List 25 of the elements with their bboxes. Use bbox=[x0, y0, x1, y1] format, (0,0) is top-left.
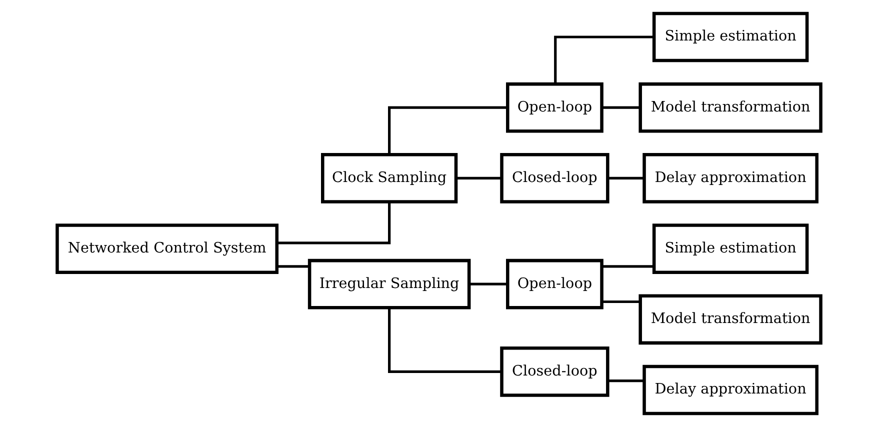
node-box: Simple estimation bbox=[652, 224, 808, 274]
node-box: Networked Control System bbox=[55, 224, 278, 274]
connector bbox=[388, 106, 507, 154]
node-box: Model transformation bbox=[638, 82, 822, 133]
node-box: Model transformation bbox=[638, 294, 822, 345]
node-box: Closed-loop bbox=[500, 346, 609, 397]
node-box: Closed-loop bbox=[500, 153, 609, 204]
connector bbox=[601, 265, 654, 268]
node-box: Simple estimation bbox=[652, 12, 808, 62]
connector bbox=[456, 176, 501, 180]
connector bbox=[601, 300, 640, 304]
node-box: Open-loop bbox=[506, 82, 603, 133]
node-box: Delay approximation bbox=[642, 364, 818, 416]
connector bbox=[276, 265, 309, 268]
connector bbox=[607, 380, 644, 382]
node-box: Delay approximation bbox=[642, 153, 818, 204]
node-box: Open-loop bbox=[506, 258, 603, 310]
connector bbox=[607, 176, 644, 180]
node-box: Irregular Sampling bbox=[307, 258, 470, 310]
connector bbox=[554, 36, 654, 84]
connector bbox=[276, 202, 390, 244]
connector bbox=[468, 282, 507, 286]
connector bbox=[601, 106, 640, 109]
node-box: Clock Sampling bbox=[320, 153, 458, 204]
connector bbox=[388, 308, 501, 373]
